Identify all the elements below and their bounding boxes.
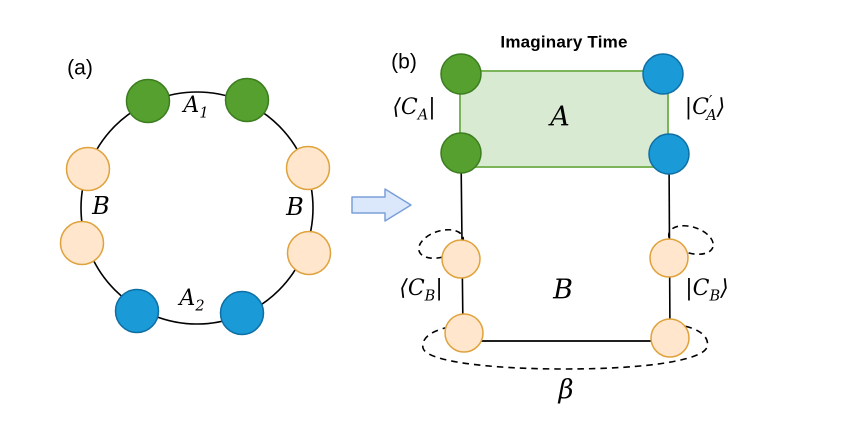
site-node-green (125, 78, 171, 124)
site-node-orange (649, 238, 689, 278)
region-a-label: A (550, 101, 570, 133)
panel-a-label: (a) (67, 56, 93, 80)
region-b-label: B (553, 274, 573, 306)
region-a-rect (459, 70, 669, 168)
segment-b-left-label: B (92, 192, 110, 220)
site-node-green (440, 53, 482, 95)
site-node-orange (441, 239, 481, 279)
segment-a2-label: A2 (179, 286, 205, 315)
site-node-blue (219, 290, 265, 336)
bra-ca-label: ⟨CA| (392, 95, 436, 124)
imaginary-time-title: Imaginary Time (500, 32, 628, 52)
site-node-orange (59, 220, 105, 266)
site-node-blue (642, 53, 684, 95)
site-node-orange (286, 230, 332, 276)
site-node-orange (444, 313, 484, 353)
beta-label: β (558, 375, 574, 405)
ket-ca-prime-label: |C′A⟩ (684, 93, 726, 124)
panel-a-ring (59, 77, 332, 336)
site-node-orange (65, 146, 111, 192)
trace-loop-left-icon (417, 228, 465, 260)
site-node-blue (114, 288, 160, 334)
site-node-blue (648, 133, 690, 175)
segment-a1-label: A1 (183, 93, 209, 122)
panel-b-diagram (417, 53, 715, 370)
site-node-green (440, 132, 482, 174)
beta-loop-icon (421, 325, 709, 370)
segment-b-right-label: B (286, 193, 304, 221)
panel-b-label: (b) (391, 50, 417, 74)
bra-cb-label: ⟨CB| (399, 276, 443, 305)
site-node-orange (650, 318, 690, 358)
site-node-green (224, 77, 270, 123)
ring-circle (80, 91, 314, 325)
site-node-orange (285, 145, 331, 191)
ket-cb-label: |CB⟩ (685, 276, 729, 305)
map-arrow-icon (351, 188, 412, 222)
